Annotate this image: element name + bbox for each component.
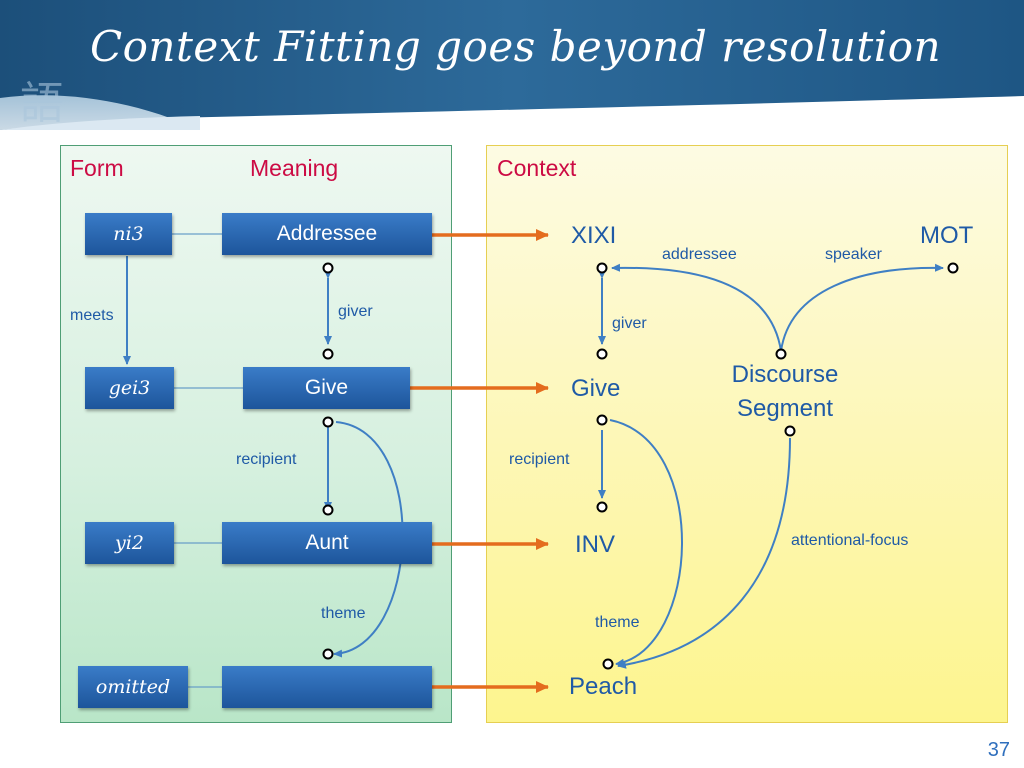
- node-mot: [947, 262, 959, 274]
- label-recipient-left: recipient: [236, 451, 297, 468]
- label-theme-right: theme: [595, 614, 640, 631]
- node-discourse-bottom: [784, 425, 796, 437]
- slide-number: 37: [987, 739, 1010, 761]
- label-speaker: speaker: [825, 246, 882, 263]
- context-discourse-segment: Discourse Segment: [731, 361, 839, 422]
- label-giver-left: giver: [338, 303, 373, 320]
- node-discourse-top: [775, 348, 787, 360]
- meaning-header: Meaning: [250, 155, 339, 181]
- meaning-give: Give: [243, 367, 410, 409]
- label-theme-left: theme: [321, 605, 366, 622]
- context-give: Give: [571, 375, 621, 402]
- theme-arrow-right: [609, 419, 683, 667]
- context-inv: INV: [575, 531, 616, 558]
- meaning-aunt: Aunt: [222, 522, 432, 564]
- slide-title: Context Fitting goes beyond resolution: [90, 22, 942, 71]
- form-omitted: omitted: [78, 666, 188, 708]
- addressee-arrow: [611, 263, 782, 352]
- meaning-addressee: Addressee: [222, 213, 432, 255]
- node-inv: [596, 501, 608, 513]
- context-mot: MOT: [920, 222, 974, 249]
- title-banner: 語: [0, 0, 1024, 130]
- node-give-ctx-giver: [596, 348, 608, 360]
- node-give-recipient: [322, 416, 334, 428]
- meaning-omitted: [222, 666, 432, 708]
- node-peach: [602, 658, 614, 670]
- context-xixi: XIXI: [571, 222, 617, 249]
- context-panel: [486, 145, 1008, 723]
- node-aunt-recipient: [322, 504, 334, 516]
- label-recipient-right: recipient: [509, 451, 570, 468]
- node-addressee-giver: [322, 262, 334, 274]
- label-attentional-focus: attentional-focus: [791, 532, 909, 549]
- node-give-giver: [322, 348, 334, 360]
- label-addressee: addressee: [662, 246, 737, 263]
- speaker-arrow: [780, 263, 944, 352]
- svg-text:語: 語: [20, 78, 64, 129]
- form-header: Form: [70, 155, 124, 181]
- form-ni3: ni3: [85, 213, 172, 255]
- context-header: Context: [497, 155, 577, 181]
- label-giver-right: giver: [612, 315, 647, 332]
- form-gei3: gei3: [85, 367, 174, 409]
- attentional-focus-arrow: [617, 437, 791, 669]
- node-give-ctx-recipient: [596, 414, 608, 426]
- node-theme-left: [322, 648, 334, 660]
- form-yi2: yi2: [85, 522, 174, 564]
- label-meets: meets: [70, 307, 114, 324]
- context-peach: Peach: [569, 673, 638, 700]
- node-xixi: [596, 262, 608, 274]
